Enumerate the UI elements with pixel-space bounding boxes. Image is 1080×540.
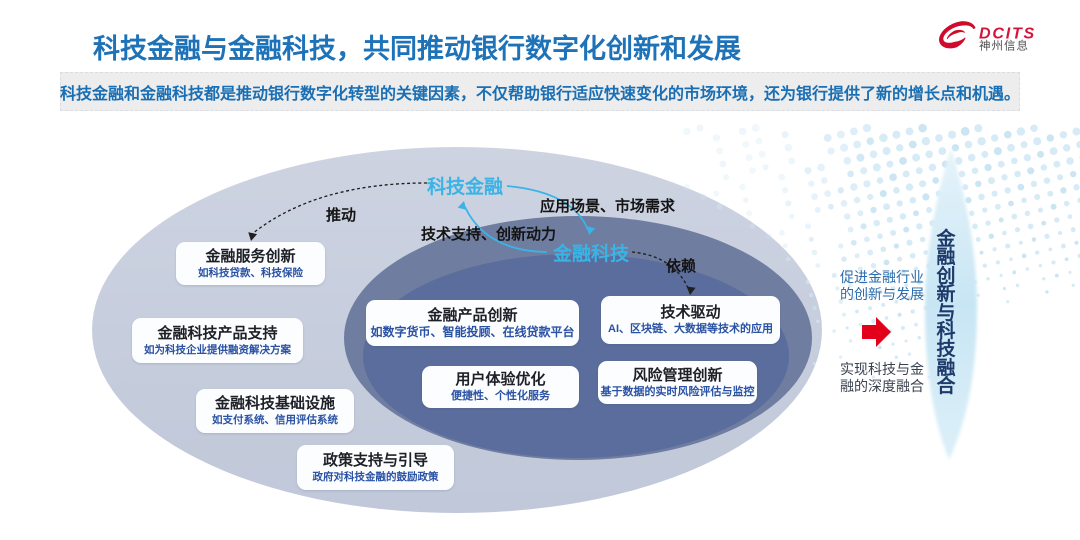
svg-text:神州信息: 神州信息 (979, 39, 1029, 53)
svg-text:DCITS: DCITS (979, 26, 1036, 43)
